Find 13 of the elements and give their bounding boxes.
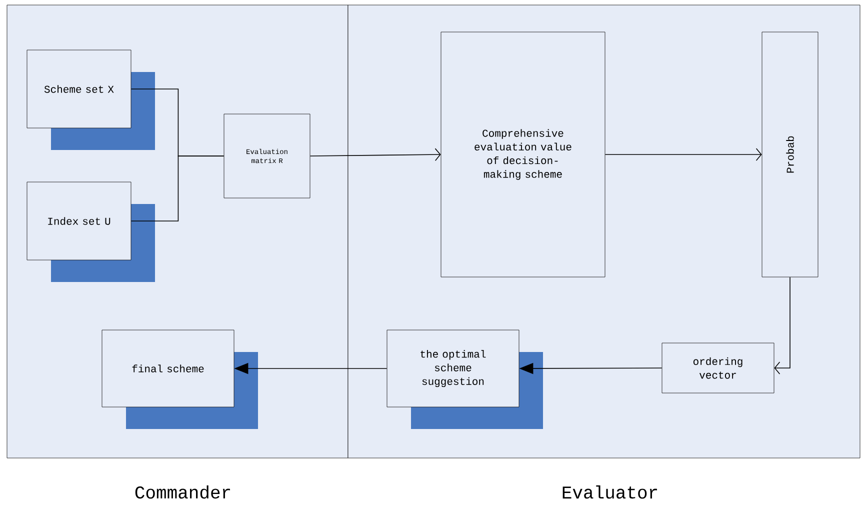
process-box: Comprehensive evaluation value of decision-making scheme <box>440 32 606 278</box>
process-box: Scheme set X <box>26 50 155 150</box>
node-label: Commander <box>135 485 230 499</box>
arrow <box>310 148 441 161</box>
process-box: Index set U <box>26 182 155 282</box>
process-box: the optimal scheme suggestion <box>386 330 543 429</box>
arrow <box>774 276 790 374</box>
process-box: final scheme <box>102 330 258 429</box>
arrow <box>604 148 762 161</box>
node-label: Evaluator <box>562 485 657 499</box>
process-box: ordering vector <box>662 342 774 394</box>
connector-line <box>130 156 224 222</box>
process-box: Probab <box>762 32 818 278</box>
